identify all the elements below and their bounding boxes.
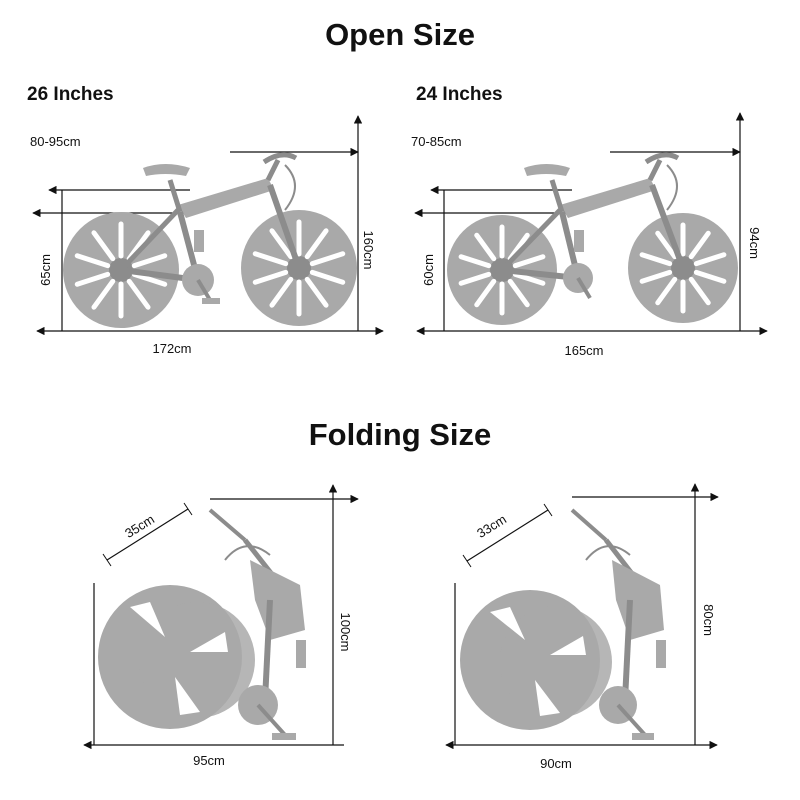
length-label: 172cm: [152, 341, 191, 356]
bike-24-illustration: [447, 152, 738, 325]
total-height-label: 94cm: [747, 227, 762, 259]
bike-26-illustration: [63, 152, 357, 328]
handlebar-measure-line: [466, 509, 549, 562]
handlebar-measure-tick: [183, 502, 193, 516]
folded-length-label: 90cm: [540, 756, 572, 771]
folding-size-heading: Folding Size: [308, 417, 492, 452]
saddle-height-label: 70-85cm: [411, 134, 462, 149]
total-height-label: 160cm: [361, 230, 376, 269]
handlebar-measure-tick: [102, 553, 112, 567]
folded-length-label: 95cm: [193, 753, 225, 768]
saddle-height-label: 80-95cm: [30, 134, 81, 149]
size-label-24: 24 Inches: [416, 84, 503, 105]
folded-height-label: 100cm: [338, 612, 353, 651]
folded-height-label: 80cm: [701, 604, 716, 636]
wheel-height-label: 60cm: [421, 254, 436, 286]
handlebar-measure-tick: [543, 503, 553, 517]
open-size-heading: Open Size: [325, 17, 475, 52]
wheel-height-label: 65cm: [38, 254, 53, 286]
handlebar-measure-line: [106, 508, 189, 561]
handlebar-label: 33cm: [474, 511, 509, 541]
size-label-26: 26 Inches: [27, 84, 114, 105]
handlebar-measure-tick: [462, 554, 472, 568]
length-label: 165cm: [564, 343, 603, 358]
folded-bike-24-illustration: [460, 508, 666, 740]
folded-bike-26-illustration: [98, 508, 306, 740]
